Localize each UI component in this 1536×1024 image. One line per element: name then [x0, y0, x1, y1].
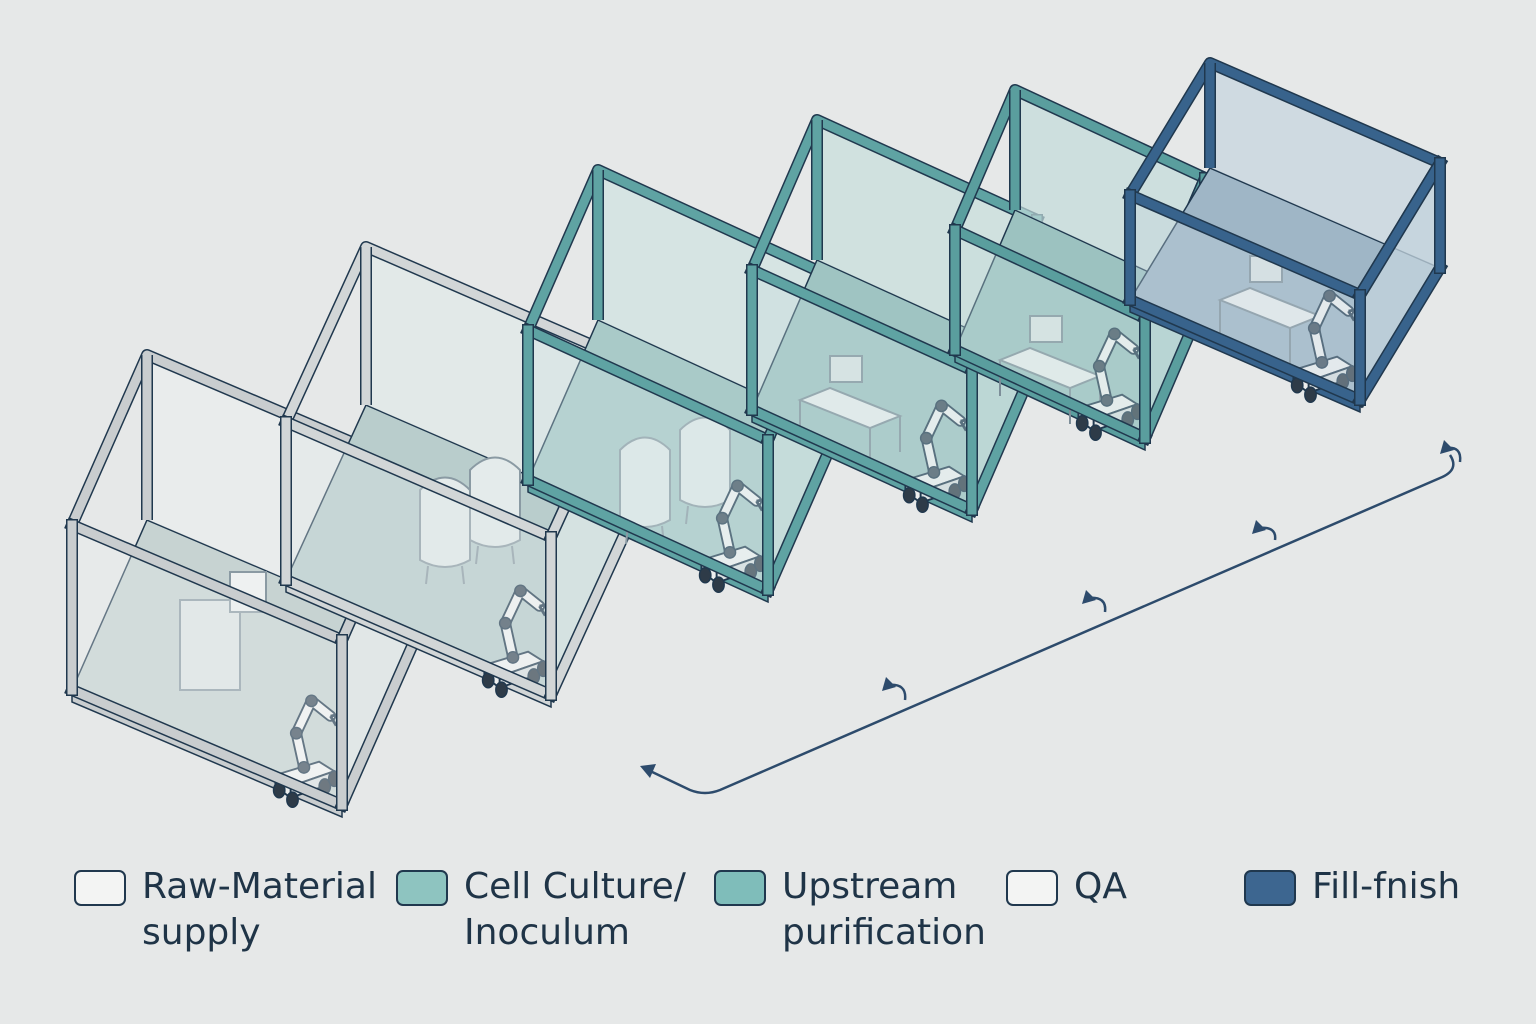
legend-item-upstream: Upstream purification — [714, 864, 986, 956]
legend-label-raw-material: Raw-Material supply — [142, 866, 377, 953]
cell-culture-swatch-icon — [396, 870, 448, 906]
lab-bench-icon — [797, 355, 903, 464]
flow-arrowhead-icon — [640, 764, 656, 778]
cabinet-icon — [179, 599, 241, 691]
module-front-glass — [286, 422, 551, 695]
module-front-glass — [528, 330, 768, 590]
fill-finish-swatch-icon — [1244, 870, 1296, 906]
flow-line — [647, 454, 1455, 795]
qa-swatch-icon — [1006, 870, 1058, 906]
lab-bench-icon — [997, 315, 1103, 424]
flow-arrow — [640, 440, 1462, 795]
flow-branch-arrowhead-icon — [1440, 440, 1454, 454]
module-qa — [947, 84, 1213, 452]
flow-branch-arrowhead-icon — [1082, 590, 1096, 604]
legend-item-fill-finish: Fill-fnish — [1244, 864, 1460, 910]
legend-label-fill-finish: Fill-fnish — [1312, 866, 1461, 907]
raw-material-swatch-icon — [74, 870, 126, 906]
module-front-glass — [752, 270, 972, 510]
upstream-swatch-icon — [714, 870, 766, 906]
module-front-glass — [72, 525, 342, 805]
legend-label-upstream: Upstream purification — [782, 866, 986, 953]
legend: Raw-Material supply Cell Culture/ Inocul… — [0, 864, 1536, 974]
legend-item-raw-material: Raw-Material supply — [74, 864, 377, 956]
legend-item-qa: QA — [1006, 864, 1127, 910]
flow-branch-arrowhead-icon — [1252, 520, 1266, 534]
legend-item-cell-culture: Cell Culture/ Inoculum — [396, 864, 686, 956]
modules-layer — [64, 57, 1449, 819]
flow-branch-arrowhead-icon — [882, 677, 896, 691]
module-front-glass — [955, 230, 1145, 438]
legend-label-cell-culture: Cell Culture/ Inoculum — [464, 866, 686, 953]
module-end-glass — [1360, 163, 1440, 400]
module-front-glass — [1130, 195, 1360, 400]
module-fill-finish — [1122, 57, 1449, 414]
legend-label-qa: QA — [1074, 866, 1127, 907]
